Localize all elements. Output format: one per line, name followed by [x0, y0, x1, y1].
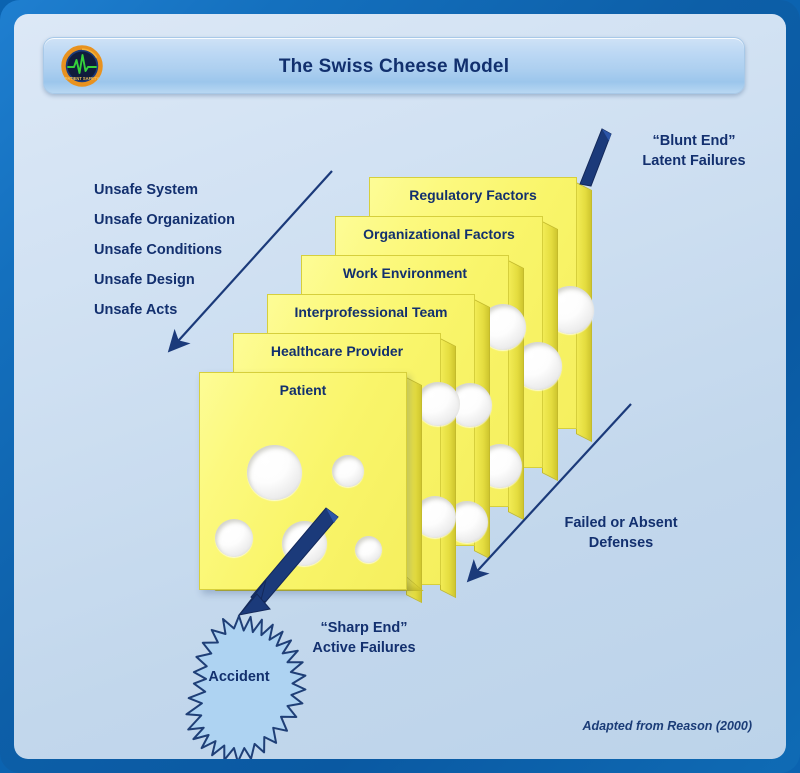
blunt-end-annotation: “Blunt End” Latent Failures [642, 133, 746, 169]
swiss-cheese-stack: Regulatory Factors Organizational Factor… [14, 14, 786, 759]
failed-defenses-annotation: Failed or Absent Defenses [564, 515, 678, 551]
title-bar: PATIENT SAFETY The Swiss Cheese Model [43, 37, 745, 94]
cheese-hole [416, 382, 460, 426]
cheese-hole [247, 445, 302, 500]
cheese-hole [215, 519, 253, 557]
accident-label: Accident [208, 669, 270, 685]
diagram-stage: PATIENT SAFETY The Swiss Cheese Model Un… [14, 14, 786, 759]
cheese-slice-label: Regulatory Factors [409, 187, 537, 203]
cheese-slice-label: Interprofessional Team [294, 304, 448, 320]
cheese-slice-label: Organizational Factors [363, 226, 515, 242]
svg-text:PATIENT SAFETY: PATIENT SAFETY [65, 76, 99, 81]
left-label-unsafe-acts: Unsafe Acts [94, 302, 178, 318]
page-title: The Swiss Cheese Model [278, 55, 510, 77]
sharp-end-annotation: “Sharp End” Active Failures [312, 620, 416, 656]
cheese-hole-breached [282, 521, 327, 566]
accident-starburst [185, 615, 307, 759]
source-credit: Adapted from Reason (2000) [582, 719, 752, 733]
cheese-hole [332, 455, 364, 487]
medical-ecg-badge-icon: PATIENT SAFETY [61, 45, 103, 87]
cheese-hole [355, 536, 382, 563]
cheese-slice-label: Patient [279, 382, 327, 398]
cheese-slice-label: Healthcare Provider [270, 343, 404, 359]
cheese-slice-label: Work Environment [342, 265, 468, 281]
